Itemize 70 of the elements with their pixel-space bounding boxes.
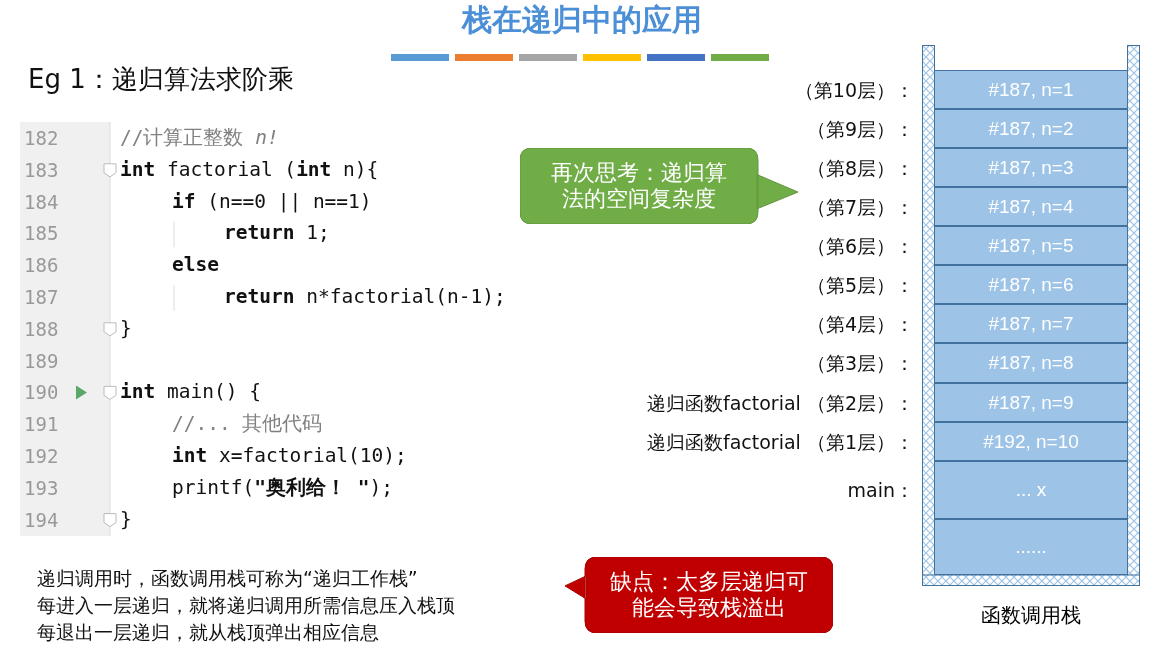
line-number: 190 <box>24 380 59 406</box>
code-line: return n*factorial(n-1); <box>224 284 506 310</box>
stack-frame <box>934 265 1128 304</box>
frame-text: #192, n=10 <box>983 430 1079 453</box>
callout-text: 再次思考：递归算法的空间复杂度 <box>550 160 728 212</box>
layer-label: 递归函数factorial （第2层）： <box>647 390 914 416</box>
note-text: 递归调用时，函数调用栈可称为“递归工作栈” <box>37 566 418 591</box>
code-comment: //... 其他代码 <box>172 411 323 438</box>
callout-bubble <box>565 557 833 633</box>
stack-frame <box>934 187 1128 226</box>
stack-frame <box>934 383 1128 422</box>
frame-text: #187, n=5 <box>988 234 1074 257</box>
code-line: return 1; <box>224 220 330 247</box>
frame-text: #187, n=2 <box>988 117 1074 140</box>
code-line: int x=factorial(10); <box>172 443 407 469</box>
code-line: if (n==0 || n==1) <box>172 188 372 215</box>
frame-text: #187, n=7 <box>988 312 1074 335</box>
layer-label: （第4层）： <box>806 311 914 337</box>
note-text: 每进入一层递归，就将递归调用所需信息压入栈顶 <box>37 593 455 618</box>
line-number: 183 <box>24 157 59 183</box>
note-text: 每退出一层递归，就从栈顶弹出相应信息 <box>37 620 379 645</box>
stack-frame <box>934 343 1128 383</box>
line-number: 189 <box>24 348 59 374</box>
layer-label: （第9层）： <box>806 116 914 142</box>
layer-label: 递归函数factorial （第1层）： <box>647 429 914 455</box>
line-number: 187 <box>24 285 59 310</box>
line-number: 184 <box>24 189 59 215</box>
line-number: 194 <box>24 507 59 533</box>
frame-text: ...... <box>1015 536 1047 558</box>
layer-label: （第5层）： <box>806 272 914 298</box>
stack-frame <box>934 461 1128 519</box>
frame-text: #187, n=9 <box>988 391 1074 414</box>
line-number: 191 <box>24 412 59 438</box>
stack-frame <box>934 226 1128 265</box>
code-comment: //计算正整数 n! <box>120 125 279 151</box>
code-line: } <box>120 506 132 533</box>
frame-text: #187, n=4 <box>988 195 1074 218</box>
layer-label: （第6层）： <box>806 233 914 259</box>
stack-frame <box>934 304 1128 343</box>
code-line: else <box>172 252 219 279</box>
layer-label: （第8层）： <box>806 155 914 181</box>
line-number: 188 <box>24 316 59 342</box>
frame-text: #187, n=3 <box>988 156 1074 179</box>
line-number: 182 <box>24 126 59 151</box>
layer-label: （第3层）： <box>806 351 914 376</box>
slide-title: 栈在递归中的应用 <box>460 1 703 39</box>
line-number: 192 <box>24 444 59 469</box>
line-number: 185 <box>24 221 59 247</box>
callout-bubble <box>520 148 798 224</box>
line-number: 186 <box>24 253 59 279</box>
stack-caption: 函数调用栈 <box>980 602 1082 628</box>
stack-frame <box>934 422 1128 461</box>
code-line: printf("奥利给！ "); <box>172 474 393 501</box>
frame-text: #187, n=1 <box>988 78 1074 101</box>
code-line: } <box>120 315 132 342</box>
layer-label: （第7层）： <box>806 194 914 220</box>
stack-frame <box>934 70 1128 109</box>
layer-label: （第10层）： <box>794 77 914 103</box>
line-number: 193 <box>24 475 59 501</box>
stack-frame <box>934 519 1128 575</box>
callout-text: 缺点：太多层递归可能会导致栈溢出 <box>609 569 809 621</box>
stack-frame <box>934 148 1128 187</box>
layer-label: main： <box>847 478 914 503</box>
code-line: int factorial (int n){ <box>120 156 379 183</box>
frame-text: #187, n=8 <box>988 352 1074 374</box>
stack-frame <box>934 109 1128 148</box>
example-heading: Eg 1：递归算法求阶乘 <box>28 63 294 96</box>
frame-text: ... x <box>1015 479 1047 501</box>
code-line: int main() { <box>120 379 261 406</box>
frame-text: #187, n=6 <box>988 273 1074 296</box>
